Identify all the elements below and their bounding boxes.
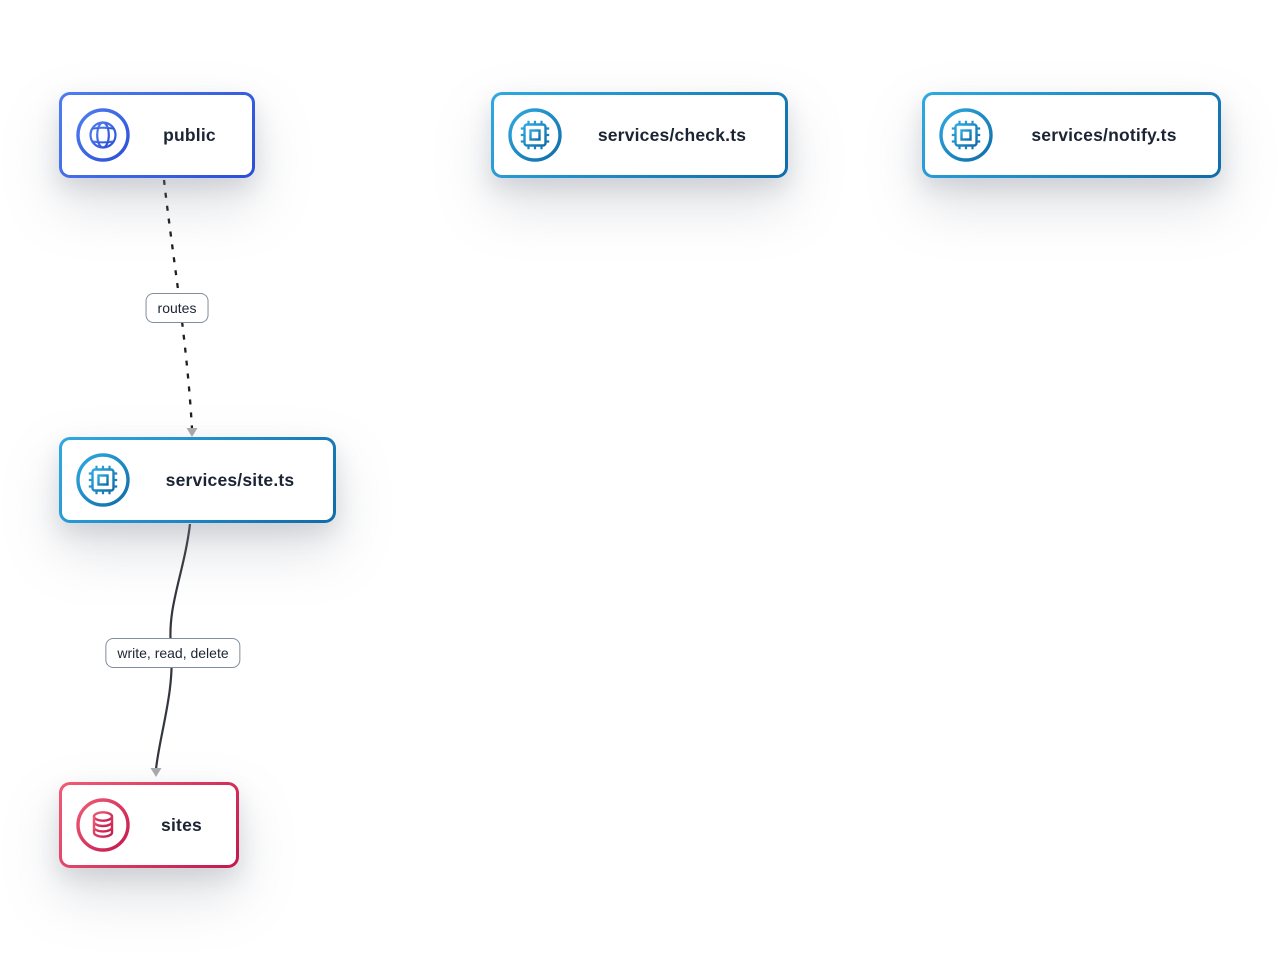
edge-label-routes: routes [145, 293, 209, 323]
node-card: public [62, 95, 252, 175]
node-label: sites [161, 814, 202, 835]
node-sites: sites [59, 782, 239, 868]
chip-icon [938, 107, 994, 163]
node-card: services/notify.ts [925, 95, 1218, 175]
node-public: public [59, 92, 255, 178]
node-card: services/check.ts [494, 95, 785, 175]
node-card: sites [62, 785, 236, 865]
node-label: services/site.ts [165, 469, 295, 490]
chip-icon [75, 452, 131, 508]
node-card: services/site.ts [62, 440, 333, 520]
node-label: services/notify.ts [1031, 124, 1177, 145]
globe-icon [75, 107, 131, 163]
node-label: services/check.ts [597, 124, 747, 145]
arrowhead-icon [186, 428, 198, 437]
node-services-notify: services/notify.ts [922, 92, 1221, 178]
arrowhead-icon [150, 768, 162, 777]
edge-label-write-read-delete: write, read, delete [105, 638, 241, 668]
node-services-site: services/site.ts [59, 437, 336, 523]
chip-icon [507, 107, 563, 163]
node-label: public [163, 124, 216, 145]
database-icon [75, 797, 131, 853]
node-services-check: services/check.ts [491, 92, 788, 178]
